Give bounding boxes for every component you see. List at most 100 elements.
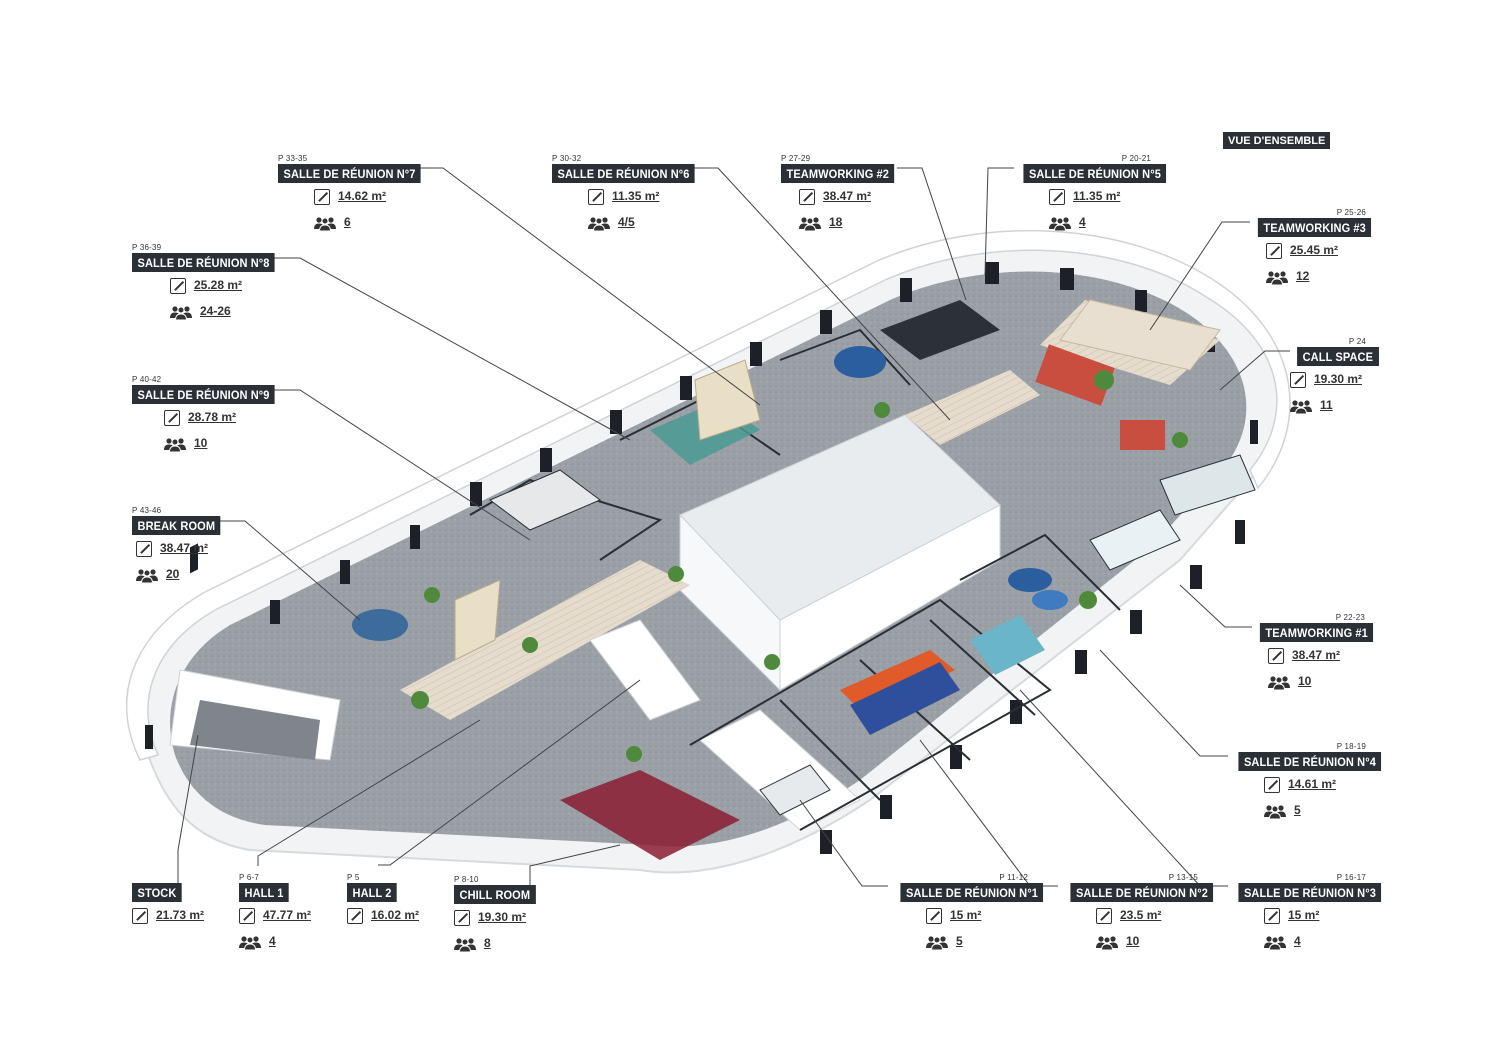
- capacity-stat: 10: [164, 430, 287, 456]
- room-name: CHILL ROOM: [454, 885, 536, 904]
- capacity-stat: 4: [1049, 209, 1151, 235]
- capacity-stat: 12: [1266, 263, 1366, 289]
- area-icon: [588, 188, 604, 205]
- capacity-stat: 4: [1264, 928, 1366, 954]
- area-icon: [347, 907, 363, 924]
- area-stat: 25.28 m²: [170, 272, 287, 298]
- page-ref: P 11-12: [999, 873, 1028, 882]
- area-icon: [1268, 647, 1284, 664]
- room-name: TEAMWORKING #1: [1259, 623, 1374, 642]
- room-label-reunion-5[interactable]: P 20-21 SALLE DE RÉUNION N°5 11.35 m² 4: [1011, 154, 1167, 235]
- people-icon: [588, 215, 610, 231]
- area-stat: 16.02 m²: [347, 902, 419, 928]
- area-stat: 23.5 m²: [1096, 902, 1198, 928]
- area-stat: 25.45 m²: [1266, 237, 1366, 263]
- page-ref: P 40-42: [132, 375, 162, 384]
- room-label-reunion-1[interactable]: P 11-12 SALLE DE RÉUNION N°1 15 m² 5: [888, 873, 1044, 954]
- room-name: SALLE DE RÉUNION N°3: [1238, 883, 1382, 902]
- area-icon: [132, 907, 148, 924]
- area-stat: 21.73 m²: [132, 902, 204, 928]
- people-icon: [1266, 269, 1288, 285]
- room-label-reunion-4[interactable]: P 18-19 SALLE DE RÉUNION N°4 14.61 m² 5: [1226, 742, 1382, 823]
- page-ref: P 22-23: [1335, 613, 1365, 622]
- overview-badge: VUE D'ENSEMBLE: [1223, 132, 1331, 149]
- leader-lines: [177, 167, 1290, 887]
- capacity-stat: 8: [454, 930, 543, 956]
- room-label-reunion-3[interactable]: P 16-17 SALLE DE RÉUNION N°3 15 m² 4: [1226, 873, 1382, 954]
- area-stat: 11.35 m²: [1049, 183, 1151, 209]
- room-label-teamworking-3[interactable]: P 25-26 TEAMWORKING #3 25.45 m² 12: [1248, 208, 1372, 289]
- area-stat: 15 m²: [926, 902, 1028, 928]
- room-name: SALLE DE RÉUNION N°2: [1070, 883, 1214, 902]
- page-ref: P 13-15: [1168, 873, 1198, 882]
- room-label-reunion-7[interactable]: P 33-35 SALLE DE RÉUNION N°7 14.62 m² 6: [278, 154, 433, 235]
- page-ref: P 24: [1348, 337, 1366, 346]
- page-ref: P 36-39: [132, 243, 162, 252]
- area-icon: [1264, 907, 1280, 924]
- room-name: SALLE DE RÉUNION N°9: [132, 385, 276, 404]
- capacity-stat: 4/5: [588, 209, 707, 235]
- area-stat: 38.47 m²: [136, 535, 228, 561]
- capacity-stat: 18: [799, 209, 904, 235]
- furniture: [352, 299, 1256, 816]
- page-ref: P 5: [347, 873, 360, 882]
- room-name: SALLE DE RÉUNION N°7: [278, 164, 422, 183]
- people-icon: [170, 304, 192, 320]
- area-stat: 38.47 m²: [799, 183, 904, 209]
- room-name: STOCK: [132, 883, 182, 902]
- room-label-reunion-8[interactable]: P 36-39 SALLE DE RÉUNION N°8 25.28 m² 24…: [132, 243, 287, 324]
- area-stat: 15 m²: [1264, 902, 1366, 928]
- area-stat: 19.30 m²: [454, 904, 543, 930]
- area-stat: 47.77 m²: [239, 902, 311, 928]
- room-name: SALLE DE RÉUNION N°1: [900, 883, 1044, 902]
- page-ref: P 16-17: [1336, 873, 1366, 882]
- area-stat: 14.62 m²: [314, 183, 433, 209]
- people-icon: [454, 936, 476, 952]
- room-name: HALL 2: [347, 883, 398, 902]
- room-name: SALLE DE RÉUNION N°4: [1238, 752, 1382, 771]
- people-icon: [1049, 215, 1071, 231]
- capacity-stat: 5: [926, 928, 1028, 954]
- room-label-reunion-6[interactable]: P 30-32 SALLE DE RÉUNION N°6 11.35 m² 4/…: [552, 154, 707, 235]
- room-label-reunion-9[interactable]: P 40-42 SALLE DE RÉUNION N°9 28.78 m² 10: [132, 375, 287, 456]
- page-ref: [132, 873, 204, 883]
- room-label-teamworking-2[interactable]: P 27-29 TEAMWORKING #2 38.47 m² 18: [781, 154, 904, 235]
- room-label-hall-1[interactable]: P 6-7 HALL 1 47.77 m² 4: [239, 873, 311, 954]
- people-icon: [799, 215, 821, 231]
- room-name: TEAMWORKING #2: [781, 164, 895, 183]
- capacity-stat: 4: [239, 928, 311, 954]
- room-label-teamworking-1[interactable]: P 22-23 TEAMWORKING #1 38.47 m² 10: [1250, 613, 1374, 694]
- room-label-stock[interactable]: STOCK 21.73 m²: [132, 873, 204, 928]
- people-icon: [926, 934, 948, 950]
- facade-windows: [145, 262, 1258, 854]
- lower-rooms: [169, 619, 861, 860]
- room-name: HALL 1: [239, 883, 290, 902]
- people-icon: [1290, 398, 1312, 414]
- area-icon: [926, 907, 942, 924]
- room-label-reunion-2[interactable]: P 13-15 SALLE DE RÉUNION N°2 23.5 m² 10: [1058, 873, 1214, 954]
- area-icon: [1266, 242, 1282, 259]
- area-icon: [239, 907, 255, 924]
- area-stat: 28.78 m²: [164, 404, 287, 430]
- central-core: [679, 414, 1001, 692]
- room-label-chill-room[interactable]: P 8-10 CHILL ROOM 19.30 m² 8: [454, 875, 543, 956]
- people-icon: [314, 215, 336, 231]
- page-ref: P 18-19: [1336, 742, 1366, 751]
- capacity-stat: 20: [136, 561, 228, 587]
- room-label-hall-2[interactable]: P 5 HALL 2 16.02 m²: [347, 873, 419, 928]
- area-stat: 38.47 m²: [1268, 642, 1365, 668]
- area-stat: 14.61 m²: [1264, 771, 1366, 797]
- page-ref: P 33-35: [278, 154, 308, 163]
- area-icon: [799, 188, 815, 205]
- room-name: SALLE DE RÉUNION N°8: [132, 253, 276, 272]
- room-name: BREAK ROOM: [132, 516, 221, 535]
- page-ref: P 20-21: [1121, 154, 1151, 163]
- room-label-break-room[interactable]: P 43-46 BREAK ROOM 38.47 m² 20: [132, 506, 228, 587]
- area-icon: [1264, 776, 1280, 793]
- room-name: TEAMWORKING #3: [1257, 218, 1372, 237]
- page-ref: P 6-7: [239, 873, 259, 882]
- capacity-stat: 24-26: [170, 298, 287, 324]
- area-icon: [1290, 371, 1306, 388]
- room-label-call-space[interactable]: P 24 CALL SPACE 19.30 m² 11: [1290, 337, 1379, 418]
